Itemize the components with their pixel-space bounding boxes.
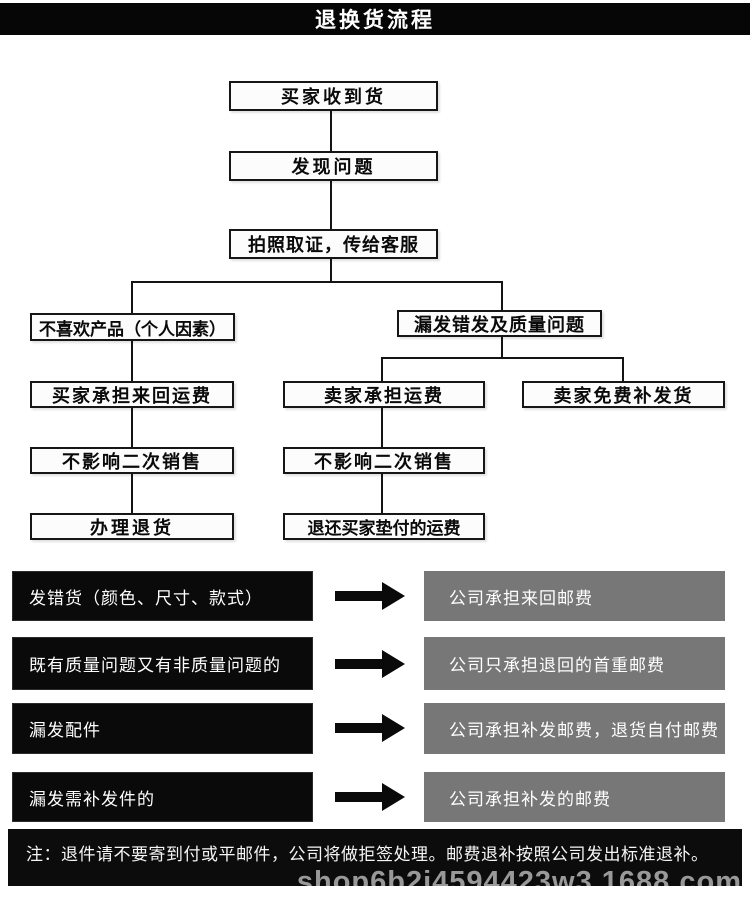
flow-box-wrong-missing-quality: 漏发错发及质量问题 [397,310,602,337]
policy-condition-box: 发错货（颜色、尺寸、款式） [12,571,313,621]
right-arrow-icon [335,783,405,811]
shop-watermark: shop6b2i4594423w3.1688.com [296,866,742,886]
flow-box-seller-pays-shipping: 卖家承担运费 [283,381,485,408]
connector-line [131,474,133,513]
policy-condition-box: 既有质量问题又有非质量问题的 [12,637,313,690]
connector-line [501,281,503,310]
connector-line [131,341,133,381]
flow-box-buyer-receives: 买家收到货 [229,81,438,111]
flow-box-seller-free-reship: 卖家免费补发货 [522,381,725,408]
title-banner: 退换货流程 [0,3,750,35]
flow-box-dislike-product: 不喜欢产品（个人因素） [30,313,235,341]
policy-result-box: 公司承担补发邮费，退货自付邮费 [424,703,725,754]
connector-line [330,259,332,283]
policy-result-box: 公司承担补发的邮费 [424,772,725,822]
connector-line [381,474,383,513]
flow-box-no-resale-impact-mid: 不影响二次销售 [283,447,485,474]
flow-box-find-problem: 发现问题 [229,151,438,181]
flow-box-no-resale-impact-left: 不影响二次销售 [30,447,234,474]
connector-line [330,111,332,151]
connector-line [131,281,503,283]
policy-result-box: 公司承担来回邮费 [424,571,725,621]
flow-box-photo-evidence: 拍照取证，传给客服 [229,229,438,259]
connector-line [622,357,624,381]
right-arrow-icon [335,582,405,610]
connector-line [381,357,383,381]
right-arrow-icon [335,714,405,742]
connector-line [501,337,503,359]
right-arrow-icon [335,650,405,678]
connector-line [131,408,133,447]
flow-box-process-return: 办理退货 [30,513,234,540]
flow-box-buyer-pays-shipping: 买家承担来回运费 [30,381,234,408]
connector-line [381,408,383,447]
connector-line [330,181,332,229]
connector-line [131,281,133,313]
note-text: 注：退件请不要寄到付或平邮件，公司将做拒签处理。邮费退补按照公司发出标准退补。 [26,845,709,864]
policy-condition-box: 漏发需补发件的 [12,772,313,822]
policy-result-box: 公司只承担退回的首重邮费 [424,637,725,690]
page-title: 退换货流程 [315,9,435,32]
policy-condition-box: 漏发配件 [12,703,313,754]
note-bar: 注：退件请不要寄到付或平邮件，公司将做拒签处理。邮费退补按照公司发出标准退补。 … [8,829,742,886]
connector-line [381,357,624,359]
flow-box-refund-advanced-shipping: 退还买家垫付的运费 [283,513,485,540]
